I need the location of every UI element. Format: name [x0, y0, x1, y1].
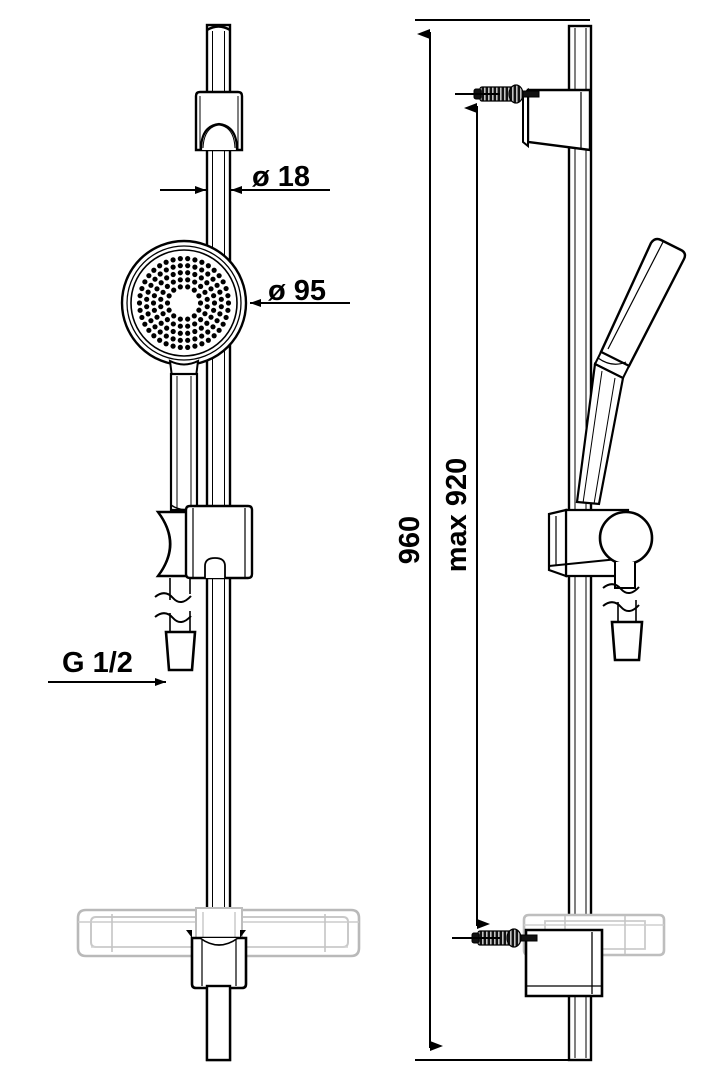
soap-dish-shelf: [76, 907, 361, 958]
top-wall-bracket-side: [522, 87, 592, 152]
hand-shower-head: [120, 239, 248, 512]
hand-shower-side: [575, 237, 687, 506]
dimension-head-diameter: ø 95: [250, 275, 350, 307]
hose-break-symbol-side: [602, 583, 640, 622]
dimension-label-rail-diameter: ø 18: [252, 161, 310, 193]
hose-break-symbol: [154, 578, 192, 632]
bottom-wall-bracket-side: [524, 928, 604, 998]
front-view: ø 18 ø 95 G 1/2: [48, 23, 361, 1062]
dimension-label-hose-thread: G 1/2: [62, 647, 133, 679]
spray-face: [130, 249, 238, 357]
adjustable-shower-holder-side: [547, 508, 654, 589]
dimension-overall-length: 960: [394, 19, 590, 1061]
dimension-rail-diameter: ø 18: [160, 160, 330, 215]
dimension-max-travel: max 920: [441, 93, 500, 939]
hose-connector-side: [610, 620, 644, 662]
dimension-label-max-travel: max 920: [441, 458, 473, 573]
dimension-label-head-diameter: ø 95: [268, 275, 326, 307]
side-view: 960 max 920: [394, 19, 687, 1062]
top-wall-bracket: [194, 90, 244, 152]
hose-connector: [164, 630, 197, 672]
adjustable-shower-holder: [155, 504, 254, 580]
dimension-hose-thread: G 1/2: [48, 647, 166, 686]
bottom-wall-bracket: [186, 930, 248, 1062]
dimension-label-overall-length: 960: [394, 516, 426, 564]
